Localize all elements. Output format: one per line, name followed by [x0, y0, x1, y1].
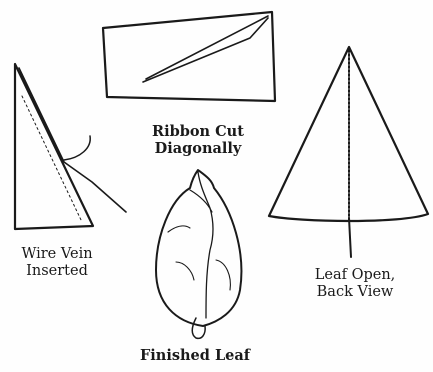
ribbon-cut-caption-line1: Ribbon Cut — [128, 123, 268, 140]
finished-leaf-fold-4 — [216, 260, 230, 290]
wire-vein-caption: Wire Vein Inserted — [2, 246, 112, 280]
finished-leaf-caption: Finished Leaf — [110, 347, 280, 364]
wire-vein-triangle — [15, 64, 93, 229]
ribbon-diagonal-cut-upper — [146, 16, 268, 79]
finished-leaf-fold-1 — [190, 190, 212, 212]
finished-leaf-fold-3 — [176, 262, 194, 280]
leaf-open-caption-line2: Back View — [300, 284, 410, 301]
finished-leaf-figure — [156, 170, 241, 338]
leaf-open-caption-line1: Leaf Open, — [300, 267, 410, 284]
wire-vein-wire-loop — [64, 136, 90, 160]
leaf-open-figure — [269, 47, 428, 257]
leaf-open-caption: Leaf Open, Back View — [300, 267, 410, 301]
wire-vein-wire — [19, 68, 126, 212]
wire-vein-stitching — [20, 72, 62, 160]
ribbon-diagonal-cut-lower — [143, 18, 268, 82]
leaf-open-stem-wire — [349, 218, 351, 257]
ribbon-cut-caption-line2: Diagonally — [128, 140, 268, 157]
finished-leaf-caption-text: Finished Leaf — [110, 347, 280, 364]
wire-vein-figure — [15, 64, 126, 229]
ribbon-cut-caption: Ribbon Cut Diagonally — [128, 123, 268, 157]
finished-leaf-midrib — [198, 172, 213, 318]
wire-vein-caption-line2: Inserted — [2, 263, 112, 280]
wire-vein-caption-line1: Wire Vein — [2, 246, 112, 263]
finished-leaf-stem — [192, 318, 205, 338]
wire-vein-fold-line — [22, 96, 82, 222]
finished-leaf-outline — [156, 170, 241, 326]
ribbon-cut-figure — [103, 12, 275, 101]
finished-leaf-fold-2 — [168, 226, 190, 232]
